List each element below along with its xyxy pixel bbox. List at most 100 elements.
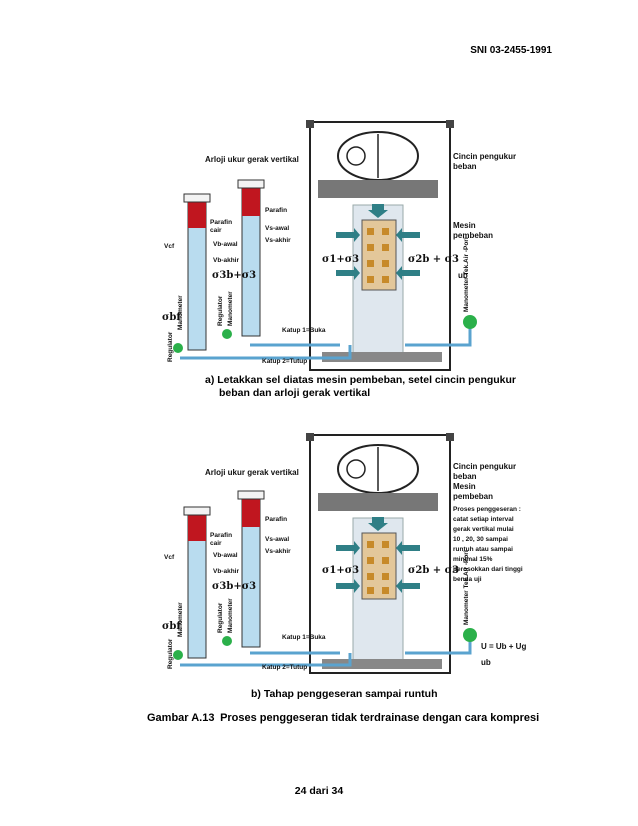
burette-cap <box>183 193 211 203</box>
pore-manometer-icon <box>463 628 477 642</box>
label-sigma-2: σ2b + σ3 <box>408 565 459 576</box>
regulator-icon <box>173 650 183 660</box>
label-manometer: Manometer <box>227 598 234 633</box>
note-line: perosokkan dari tinggi <box>453 566 523 573</box>
base-plate <box>322 659 442 669</box>
caption-panel-b: b) Tahap penggeseran sampai runtuh <box>251 688 438 700</box>
label-vcf: Vcf <box>164 243 175 250</box>
pressure-arrows <box>336 204 420 280</box>
label-regulator: Regulator <box>167 331 174 362</box>
crosshead <box>318 180 438 198</box>
paraffin-column <box>188 513 206 541</box>
label-machine: pembeban <box>453 492 493 501</box>
label-sigma-bf: σbf <box>162 312 181 323</box>
label-manometer: Manometer <box>177 295 184 330</box>
label-paraffin: Parafin <box>265 207 287 214</box>
label-paraffin: Parafin <box>265 516 287 523</box>
label-dial: Arloji ukur gerak vertikal <box>205 155 299 164</box>
label-pore-manometer: Manometer Tek.Air -Pori <box>463 550 470 625</box>
soil-grains <box>367 541 389 594</box>
machine-frame <box>309 121 451 371</box>
note-line: minimal 15% <box>453 556 493 563</box>
burette-cap <box>237 179 265 189</box>
label-sigma-1: σ1+σ3 <box>322 565 359 576</box>
note-line: 10 , 20, 30 sampai <box>453 536 508 543</box>
label-sigma-3b: σ3b+σ3 <box>212 581 256 592</box>
paraffin-column <box>188 200 206 228</box>
label-manometer: Manometer <box>177 602 184 637</box>
label-regulator: Regulator <box>217 602 224 633</box>
label-vb-awal: Vb-awal <box>213 552 238 559</box>
label-vs-akhir: Vs-akhir <box>265 548 291 555</box>
frame-corner <box>446 120 454 128</box>
note-line: catat setiap interval <box>453 516 514 523</box>
frame-corner <box>446 433 454 441</box>
label-pore-manometer: Manometer Tek.Air -Pori <box>463 237 470 312</box>
caption-panel-a: a) Letakkan sel diatas mesin pembeban, s… <box>205 374 517 399</box>
label-regulator: Regulator <box>167 638 174 669</box>
note-line: gerak vertikal mulai <box>453 526 514 533</box>
label-sigma-bf: σbf <box>162 621 181 632</box>
pipe <box>405 641 472 655</box>
label-vb-awal: Vb-awal <box>213 241 238 248</box>
label-vs-awal: Vs-awal <box>265 536 289 543</box>
crosshead <box>318 493 438 511</box>
label-sigma-2: σ2b + σ3 <box>408 254 459 265</box>
label-paraffin: Parafin <box>210 532 232 539</box>
label-vb-akhir: Vb-akhir <box>213 257 239 264</box>
figure-title: Proses penggeseran tidak terdrainase den… <box>220 712 540 724</box>
label-paraffin: Parafin <box>210 219 232 226</box>
figure-number: Gambar A.13 <box>147 712 215 724</box>
note-line: runtuh atau sampai <box>453 546 513 553</box>
figure-panel-a: Arloji ukur gerak vertikal Cincin penguk… <box>150 120 516 371</box>
label-ring: Cincin pengukur <box>453 152 516 161</box>
dial-gauge <box>346 146 366 166</box>
label-ring: beban <box>453 162 477 171</box>
page-number: 24 dari 34 <box>294 785 344 797</box>
frame-corner <box>306 433 314 441</box>
pressure-arrows <box>336 517 420 593</box>
burette-cap <box>183 506 211 516</box>
paraffin-column <box>242 497 260 527</box>
label-vcf: Vcf <box>164 554 175 561</box>
label-vs-akhir: Vs-akhir <box>265 237 291 244</box>
paraffin-column <box>242 186 260 216</box>
pipe <box>180 345 352 360</box>
figure-caption: Gambar A.13 Proses penggeseran tidak ter… <box>147 712 539 724</box>
label-ub: ub <box>458 271 468 280</box>
document-code: SNI 03-2455-1991 <box>470 45 552 56</box>
soil-grains <box>367 228 389 283</box>
figure-panel-b: Arloji ukur gerak vertikal Cincin penguk… <box>150 433 526 676</box>
machine-frame <box>309 434 451 674</box>
pipe <box>180 653 352 667</box>
label-u-formula: U = Ub + Ug <box>481 642 526 651</box>
label-ub: ub <box>481 658 491 667</box>
label-machine: Mesin <box>453 482 476 491</box>
label-ring: Cincin pengukur <box>453 462 516 471</box>
burette-cap <box>237 490 265 500</box>
label-manometer: Manometer <box>227 291 234 326</box>
label-dial: Arloji ukur gerak vertikal <box>205 468 299 477</box>
base-plate <box>322 352 442 362</box>
label-vb-akhir: Vb-akhir <box>213 568 239 575</box>
label-paraffin: cair <box>210 227 222 234</box>
label-vs-awal: Vs-awal <box>265 225 289 232</box>
pore-manometer-icon <box>463 315 477 329</box>
regulator-icon <box>222 636 232 646</box>
regulator-icon <box>173 343 183 353</box>
label-paraffin: cair <box>210 540 222 547</box>
label-valve-2: Katup 2=Tutup <box>262 664 307 671</box>
label-sigma-1: σ1+σ3 <box>322 254 359 265</box>
label-machine: pembeban <box>453 231 493 240</box>
apparatus-diagram-a: Arloji ukur gerak vertikal Cincin penguk… <box>162 120 516 371</box>
regulator-icon <box>222 329 232 339</box>
label-valve-1: Katup 1=Buka <box>282 634 326 641</box>
apparatus-diagram-b: Arloji ukur gerak vertikal Cincin penguk… <box>162 433 526 674</box>
dial-gauge <box>346 459 366 479</box>
label-valve-1: Katup 1=Buka <box>282 327 326 334</box>
label-valve-2: Katup 2=Tutup <box>262 358 307 365</box>
label-ring: beban <box>453 472 477 481</box>
pipe <box>405 325 472 347</box>
label-machine: Mesin <box>453 221 476 230</box>
note-line: Proses penggeseran : <box>453 506 521 513</box>
